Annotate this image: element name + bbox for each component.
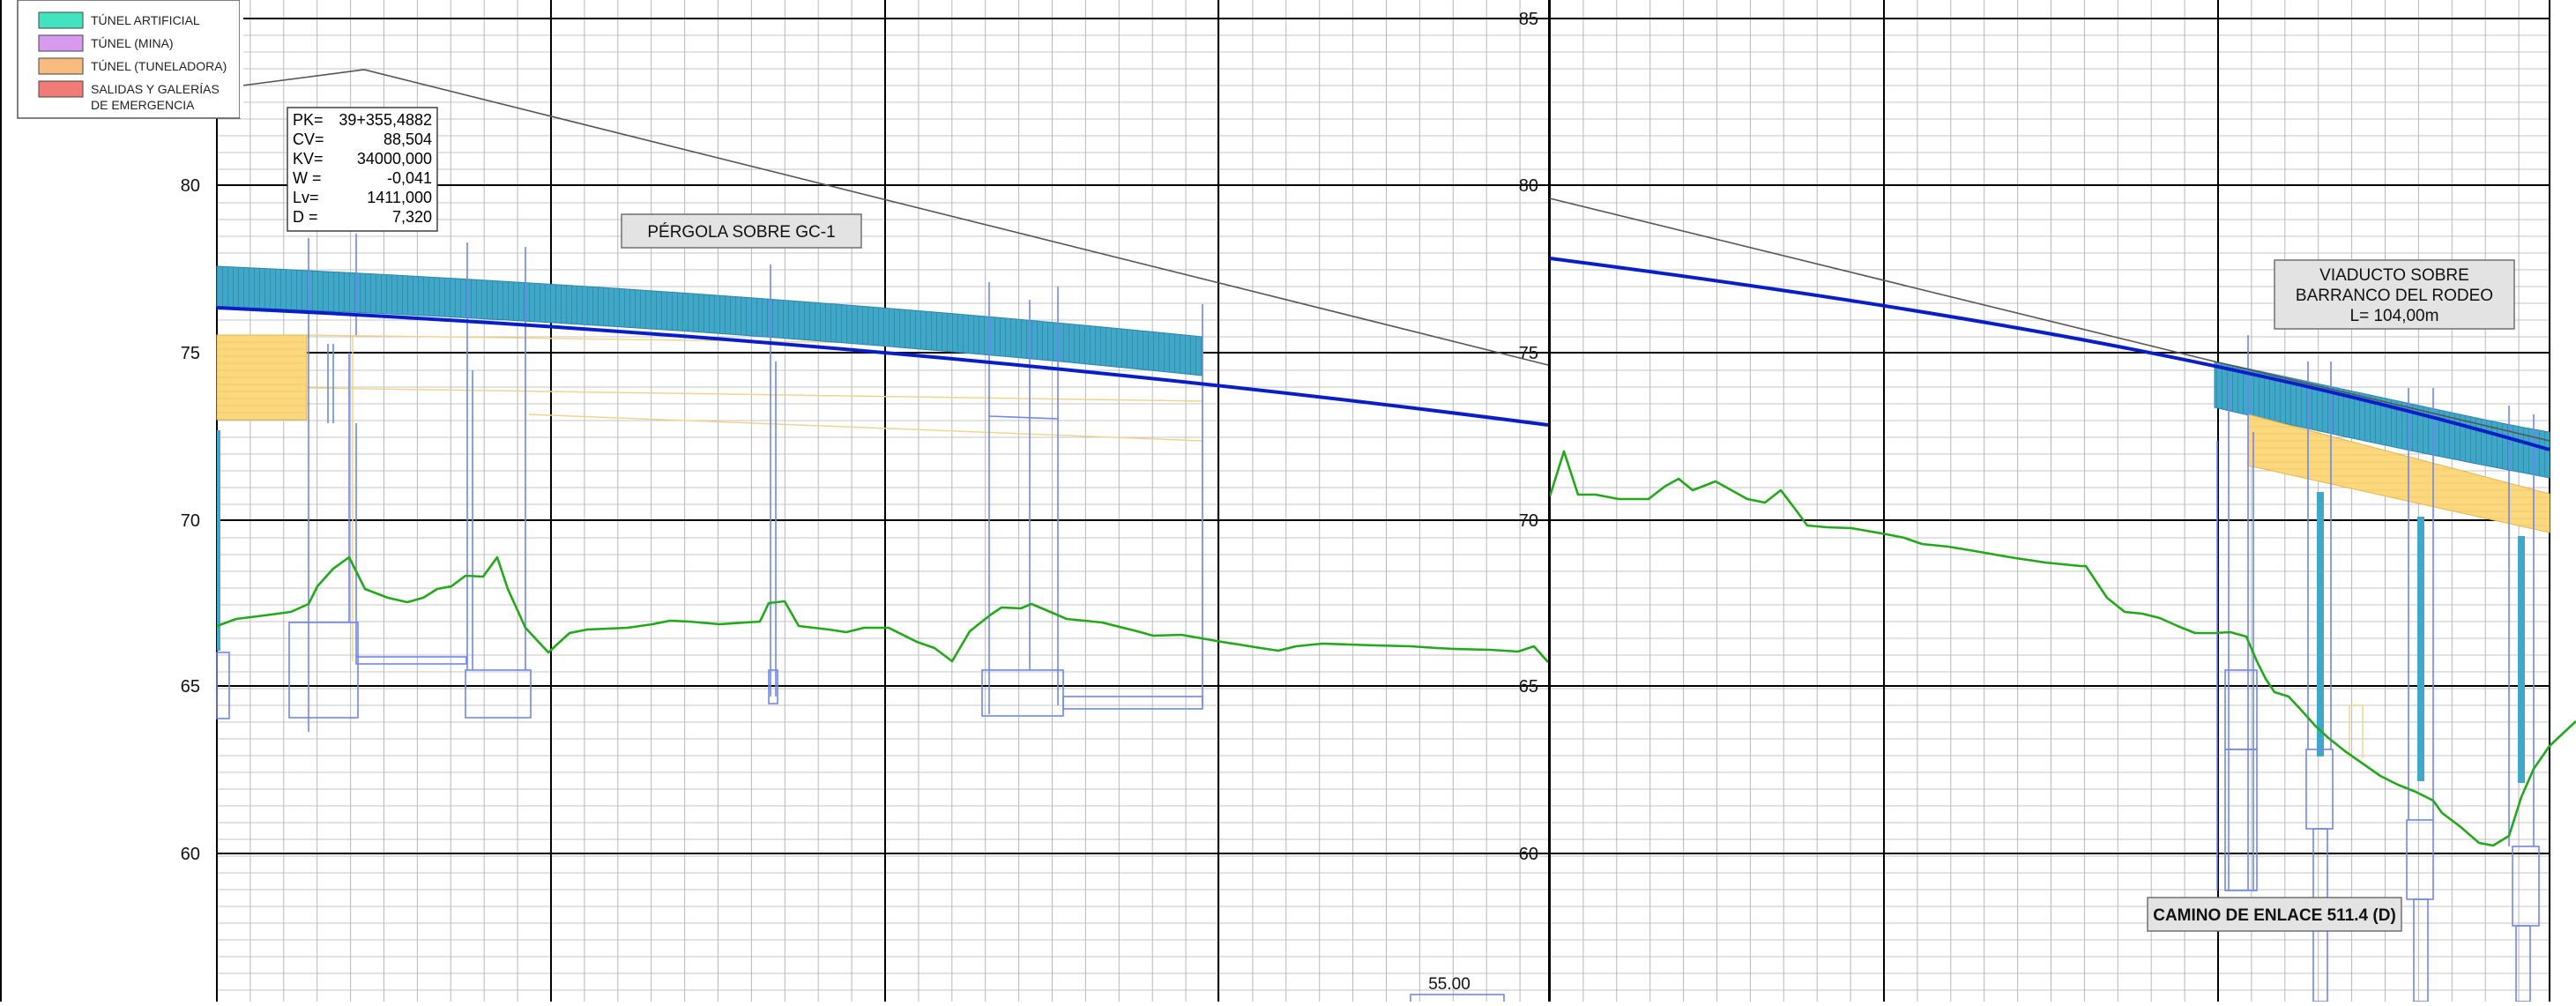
viaduct-label-line2: BARRANCO DEL RODEO [2296,287,2493,305]
vc-key: D = [293,208,318,226]
legend-label-line2: DE EMERGENCIA [91,98,195,112]
right-elevation-label: 80 [1519,176,1538,196]
legend-box: TÚNEL ARTIFICIAL TÚNEL (MINA) TÚNEL (TUNEL… [17,0,243,119]
grid-right-panel [1549,0,2550,1002]
grade-line-right [1549,257,2550,451]
legend-swatch [38,11,84,29]
vc-value: 34000,000 [357,150,432,168]
legend-swatch [38,57,84,75]
vertical-curve-tangent-right [1549,197,2550,442]
retaining-wall-left [217,430,220,651]
legend-label: TÚNEL ARTIFICIAL [91,13,200,27]
viaduct-deck [2214,361,2550,479]
pergola-label: PÉRGOLA SOBRE GC-1 [647,223,835,242]
vc-key: CV= [293,130,324,148]
right-elevation-label: 60 [1519,845,1538,864]
pergola-deck [216,265,1203,376]
legend-label: SALIDAS Y GALERÍAS [91,82,220,96]
viaduct-piers [2216,335,2540,1002]
vertical-curve-tangent-left [235,69,1549,366]
right-elevation-label: 70 [1519,511,1538,531]
terrain-profile-left [216,555,1549,663]
camino-label-box: CAMINO DE ENLACE 511.4 (D) [2147,897,2402,932]
legend-label: TÚNEL (TUNELADORA) [91,59,227,73]
viaduct-label-line1: VIADUCTO SOBRE [2319,266,2469,285]
vc-value: 1411,000 [367,189,432,206]
vc-key: W = [293,169,322,187]
distance-label: 55.00 [1428,975,1470,994]
terrain-profile-right [1548,450,2576,847]
legend-swatch [38,34,84,52]
vc-key: PK= [293,111,324,129]
fill-block-left [216,334,308,421]
right-elevation-label: 65 [1519,677,1538,697]
right-elevation-label: 85 [1519,10,1538,29]
legend-swatch [38,80,84,98]
left-elevation-label: 70 [181,511,200,531]
vc-value: 39+355,4882 [339,111,432,129]
pergola-label-box: PÉRGOLA SOBRE GC-1 [621,213,862,249]
grade-line-left [216,306,1549,427]
viaduct-label-box: VIADUCTO SOBRE BARRANCO DEL RODEO L= 104… [2274,259,2515,330]
left-elevation-label: 75 [181,344,200,363]
vc-value: 7,320 [392,208,432,226]
left-elevation-label: 80 [181,176,200,196]
vc-value: -0,041 [387,169,432,187]
vc-value: 88,504 [383,130,432,148]
legend-label: TÚNEL (MINA) [91,36,174,50]
camino-label: CAMINO DE ENLACE 511.4 (D) [2153,906,2396,925]
vc-key: Lv= [293,189,319,206]
left-elevation-label: 60 [181,845,200,864]
viaduct-label-line3: L= 104,00m [2350,307,2439,325]
left-elevation-label: 65 [181,677,200,697]
vc-key: KV= [293,150,324,168]
